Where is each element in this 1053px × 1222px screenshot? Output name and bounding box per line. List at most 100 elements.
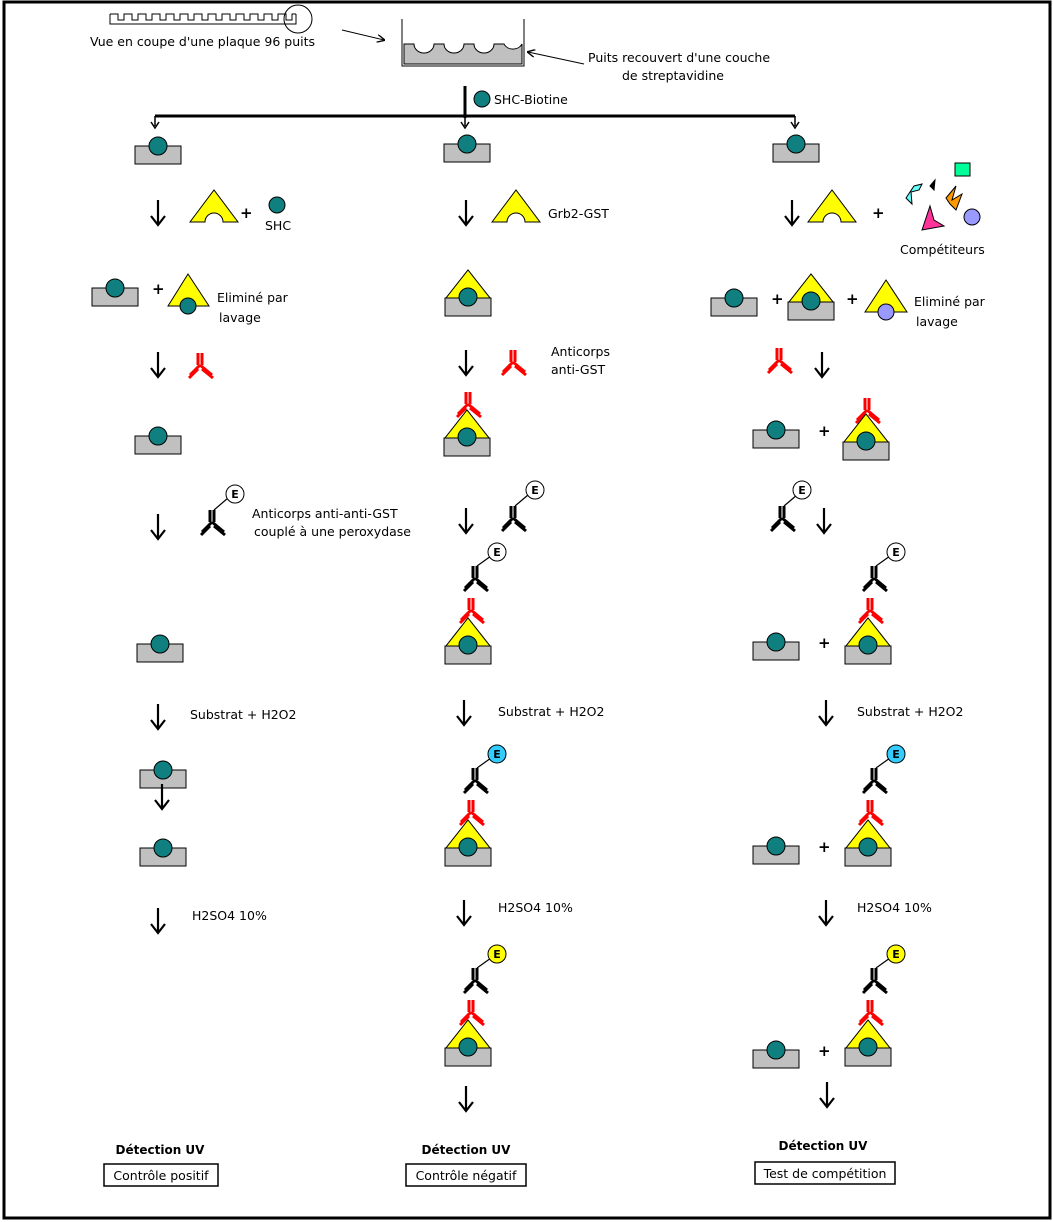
- col3-complex-1: [787, 273, 835, 321]
- arrow-to-well-label: [528, 52, 585, 65]
- col3-complex-4: E: [844, 744, 906, 867]
- col2-arrow-4: [455, 698, 473, 727]
- col2-complex-5: E: [444, 944, 507, 1067]
- col3-complex-5: E: [844, 944, 906, 1067]
- col1-substrat: Substrat + H2O2: [190, 707, 296, 722]
- col1-well-5: [139, 838, 187, 867]
- col1-elimine-2: lavage: [219, 310, 261, 325]
- col3-plus-6: +: [818, 838, 831, 856]
- col2-arrow-3: [457, 506, 475, 535]
- col3-complex-2: [842, 396, 890, 461]
- well-label-2: de streptavidine: [622, 68, 724, 83]
- col2-anticorps-1: Anticorps: [551, 344, 610, 359]
- col2-arrow-2: [457, 348, 475, 377]
- col3-arrow-3: [815, 506, 833, 535]
- col3-anti-gst-antibody: [766, 346, 794, 375]
- col3-well-1: [772, 134, 820, 163]
- col2: Grb2-GST Anticorps anti-GST E E Substrat…: [443, 134, 610, 1113]
- col1-well-4: [136, 634, 184, 663]
- col3-well-4: [752, 632, 800, 661]
- col1-h2so4: H2SO4 10%: [192, 908, 267, 923]
- col3-arrow-4: [817, 698, 835, 727]
- svg-text:E: E: [892, 546, 900, 559]
- col3-plus-3: +: [846, 290, 859, 308]
- col2-detection: Détection UV: [422, 1143, 512, 1157]
- col3-plus-5: +: [818, 634, 831, 652]
- col1-result-box: [103, 1163, 219, 1187]
- col2-complex-3: E: [444, 542, 507, 665]
- col3-well-6: [752, 1040, 800, 1069]
- col3-conjugate: E: [769, 480, 812, 533]
- col3-elimine-1: Eliminé par: [914, 294, 986, 309]
- col1-result: Contrôle positif: [113, 1168, 209, 1183]
- col1-plus-2: +: [152, 280, 165, 298]
- col3-h2so4: H2SO4 10%: [857, 900, 932, 915]
- col1-arrow-2: [149, 350, 167, 379]
- col2-result-box: [405, 1163, 527, 1187]
- col3-result: Test de compétition: [763, 1166, 887, 1181]
- col1-well-1: [134, 136, 182, 165]
- col1-shc-bead: [268, 196, 286, 214]
- col1-arrow-1: [149, 198, 167, 227]
- col1-detection: Détection UV: [116, 1143, 206, 1157]
- col3-plus-7: +: [818, 1042, 831, 1060]
- col1-arrow-3: [149, 512, 167, 541]
- col2-well-1: [443, 134, 491, 163]
- col2-anticorps-2: anti-GST: [551, 362, 606, 377]
- col3-plus-1: +: [872, 204, 885, 222]
- zoom-circle: [283, 4, 313, 34]
- col1-well-3: [134, 426, 182, 455]
- col3: + Compétiteurs + + Eliminé par lavage +: [710, 134, 986, 1109]
- svg-text:E: E: [531, 484, 539, 497]
- col3-well-5: [752, 836, 800, 865]
- col1-conjugate: E: [199, 484, 245, 537]
- col3-detection: Détection UV: [779, 1139, 869, 1153]
- col3-complex-3: E: [844, 542, 906, 665]
- col3-arrow-5: [817, 898, 835, 927]
- col2-grb2-label: Grb2-GST: [548, 206, 609, 221]
- plate-label: Vue en coupe d'une plaque 96 puits: [90, 34, 315, 49]
- col3-well-2: [710, 288, 758, 317]
- split-arrows: [150, 86, 800, 130]
- col1-anti-anti-1: Anticorps anti-anti-GST: [252, 506, 398, 521]
- col1-anti-gst-antibody: [187, 351, 215, 380]
- col2-result: Contrôle négatif: [416, 1168, 517, 1183]
- col1-arrow-5: [149, 906, 167, 935]
- col2-conjugate: E: [500, 480, 545, 533]
- col1-shc-label: SHC: [265, 218, 291, 233]
- svg-text:E: E: [493, 948, 501, 961]
- col3-plus-4: +: [818, 422, 831, 440]
- col1-well-2: [91, 278, 139, 307]
- col2-arrow-1: [457, 198, 475, 227]
- shc-biotine-label: SHC-Biotine: [494, 92, 568, 107]
- arrow-to-well: [341, 29, 384, 40]
- col3-arrow-2: [813, 350, 831, 379]
- col2-complex-2: [443, 390, 491, 457]
- col2-h2so4: H2SO4 10%: [498, 900, 573, 915]
- col3-plus-2: +: [771, 290, 784, 308]
- svg-text:E: E: [892, 948, 900, 961]
- well-label-1: Puits recouvert d'une couche: [588, 50, 770, 65]
- col1-well-6: [139, 760, 187, 789]
- svg-text:E: E: [231, 488, 239, 501]
- col3-competiteurs: Compétiteurs: [900, 242, 985, 257]
- competitors-icon: [905, 162, 981, 231]
- col3-result-box: [754, 1161, 896, 1185]
- col3-arrow-6: [818, 1080, 836, 1109]
- col1-elimine-1: Eliminé par: [217, 290, 289, 305]
- col3-substrat: Substrat + H2O2: [857, 704, 963, 719]
- col2-complex-1: [444, 269, 492, 317]
- col2-substrat: Substrat + H2O2: [498, 704, 604, 719]
- col2-complex-4: E: [444, 744, 507, 867]
- svg-text:E: E: [493, 546, 501, 559]
- plate-cross-section: [109, 4, 313, 34]
- svg-text:E: E: [798, 484, 806, 497]
- col2-arrow-5: [455, 898, 473, 927]
- svg-text:E: E: [493, 748, 501, 761]
- col3-arrow-1: [783, 198, 801, 227]
- shc-biotine-bead: [473, 90, 491, 108]
- col3-free-competitor: [864, 279, 908, 321]
- col1-grb2: [189, 189, 239, 223]
